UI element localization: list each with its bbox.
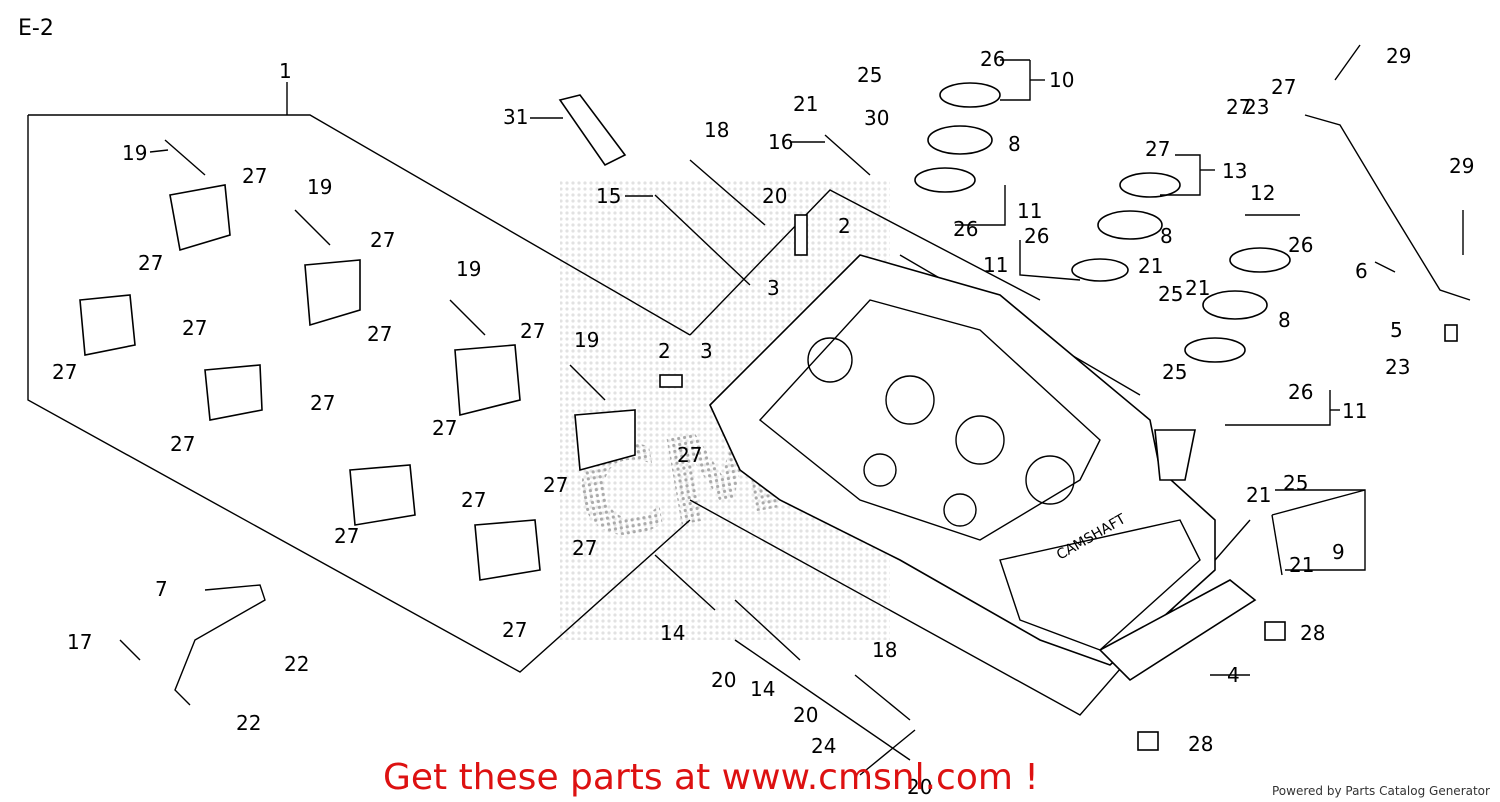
callout-18: 18 <box>872 638 897 662</box>
callout-27: 27 <box>170 432 195 456</box>
callout-27: 27 <box>461 488 486 512</box>
callout-26: 26 <box>1288 380 1313 404</box>
callout-20: 20 <box>762 184 787 208</box>
callout-3: 3 <box>700 339 713 363</box>
callout-25: 25 <box>1158 282 1183 306</box>
callout-6: 6 <box>1355 259 1368 283</box>
callout-22: 22 <box>236 711 261 735</box>
callout-19: 19 <box>307 175 332 199</box>
intake-insulators <box>914 82 1291 363</box>
callout-labels: 1 2 2 3 3 4 5 6 7 8 8 8 9 10 11 11 11 12… <box>52 44 1474 799</box>
callout-27: 27 <box>182 316 207 340</box>
callout-21: 21 <box>1138 254 1163 278</box>
callout-23: 23 <box>1385 355 1410 379</box>
callout-2: 2 <box>838 214 851 238</box>
callout-12: 12 <box>1250 181 1275 205</box>
promo-banner[interactable]: Get these parts at www.cmsnl.com ! <box>383 757 1039 798</box>
callout-8: 8 <box>1278 308 1291 332</box>
gasket <box>1098 579 1257 682</box>
callout-28: 28 <box>1300 621 1325 645</box>
fasteners <box>119 44 1464 776</box>
callout-27: 27 <box>677 443 702 467</box>
callout-19: 19 <box>574 328 599 352</box>
callout-26: 26 <box>953 217 978 241</box>
callout-27: 27 <box>52 360 77 384</box>
callout-7: 7 <box>155 577 168 601</box>
callout-16: 16 <box>768 130 793 154</box>
callout-26: 26 <box>1024 224 1049 248</box>
callout-8: 8 <box>1008 132 1021 156</box>
callout-25: 25 <box>1283 471 1308 495</box>
callout-27: 27 <box>367 322 392 346</box>
callout-11: 11 <box>1342 399 1367 423</box>
callout-27: 27 <box>310 391 335 415</box>
callout-19: 19 <box>456 257 481 281</box>
callout-21: 21 <box>793 92 818 116</box>
callout-28: 28 <box>1188 732 1213 756</box>
callout-21: 21 <box>1289 553 1314 577</box>
callout-27: 27 <box>572 536 597 560</box>
callout-31: 31 <box>503 105 528 129</box>
callout-27: 27 <box>1145 137 1170 161</box>
callout-27: 27 <box>242 164 267 188</box>
callout-26: 26 <box>1288 233 1313 257</box>
callout-21: 21 <box>1246 483 1271 507</box>
callout-27: 27 <box>370 228 395 252</box>
callout-24: 24 <box>811 734 836 758</box>
callout-4: 4 <box>1227 663 1240 687</box>
callout-20: 20 <box>711 668 736 692</box>
callout-27: 27 <box>1271 75 1296 99</box>
callout-14: 14 <box>660 621 685 645</box>
oil-pipes <box>174 114 1471 706</box>
leader-lines <box>149 59 1396 676</box>
callout-2: 2 <box>658 339 671 363</box>
callout-22: 22 <box>284 652 309 676</box>
callout-19: 19 <box>122 141 147 165</box>
callout-27: 27 <box>543 473 568 497</box>
callout-11: 11 <box>983 253 1008 277</box>
callout-17: 17 <box>67 630 92 654</box>
group-bracket <box>1271 489 1366 576</box>
callout-3: 3 <box>767 276 780 300</box>
callout-8: 8 <box>1160 224 1173 248</box>
callout-11: 11 <box>1017 199 1042 223</box>
camshaft-holders <box>79 184 636 581</box>
callout-27: 27 <box>334 524 359 548</box>
callout-23: 23 <box>1244 95 1269 119</box>
callout-25: 25 <box>1162 360 1187 384</box>
callout-27: 27 <box>1226 95 1251 119</box>
callout-1: 1 <box>279 59 292 83</box>
callout-20: 20 <box>793 703 818 727</box>
callout-27: 27 <box>138 251 163 275</box>
callout-27: 27 <box>432 416 457 440</box>
callout-14: 14 <box>750 677 775 701</box>
callout-18: 18 <box>704 118 729 142</box>
callout-10: 10 <box>1049 68 1074 92</box>
callout-25: 25 <box>857 63 882 87</box>
diagram-code: E-2 <box>18 16 54 41</box>
callout-21: 21 <box>1185 276 1210 300</box>
callout-26: 26 <box>980 47 1005 71</box>
callout-15: 15 <box>596 184 621 208</box>
callout-20: 20 <box>907 775 932 799</box>
callout-13: 13 <box>1222 159 1247 183</box>
callout-29: 29 <box>1386 44 1411 68</box>
callout-27: 27 <box>502 618 527 642</box>
callout-5: 5 <box>1390 318 1403 342</box>
callout-9: 9 <box>1332 540 1345 564</box>
callout-30: 30 <box>864 106 889 130</box>
callout-29: 29 <box>1449 154 1474 178</box>
cylinder-head: CAMSHAFT <box>709 254 1216 666</box>
credit-footer: Powered by Parts Catalog Generator <box>1272 784 1490 798</box>
callout-27: 27 <box>520 319 545 343</box>
